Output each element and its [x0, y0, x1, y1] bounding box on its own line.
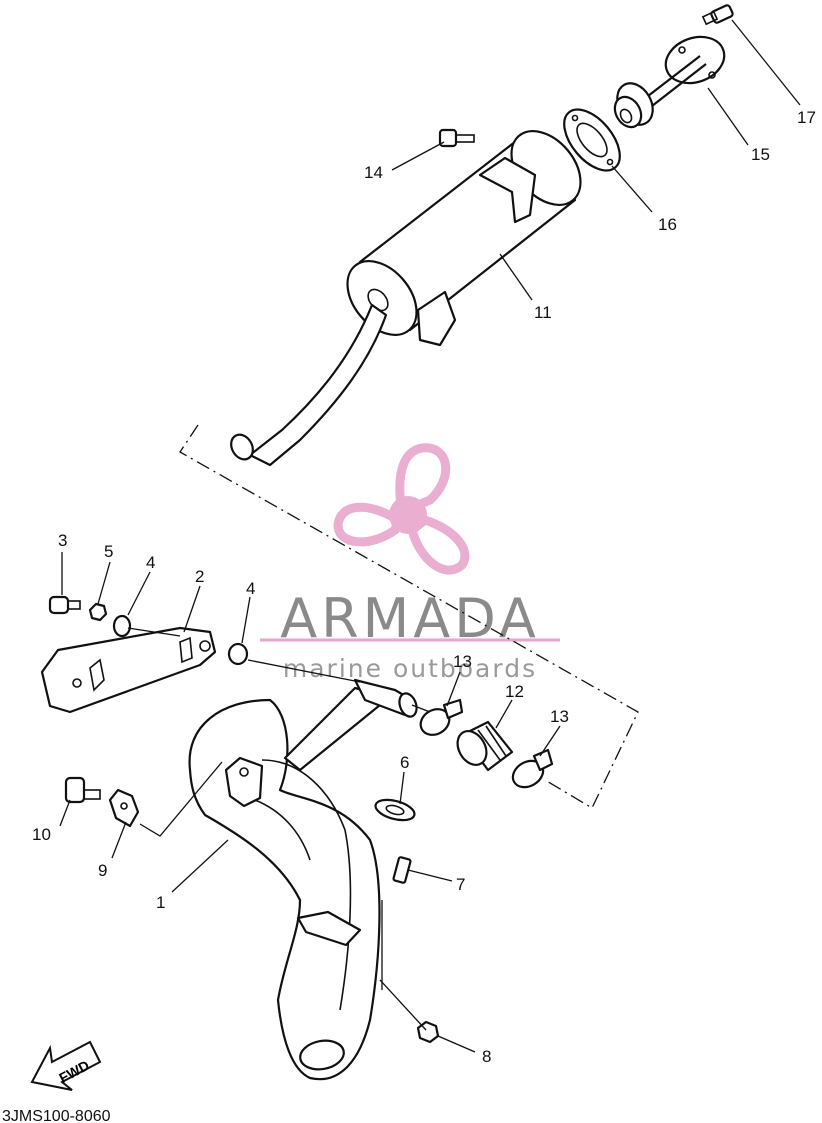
watermark-tagline: marine outboards: [283, 654, 537, 683]
callout-13b: 13: [550, 707, 569, 726]
leader-lines: [59, 19, 801, 1053]
bolt-part-3: [48, 595, 81, 615]
bolt-part-10: [64, 776, 101, 804]
callout-16: 16: [658, 215, 677, 234]
callout-labels: 1 2 3 4 4 5 6 7 8 9 10 11 12 13 13 14 15…: [32, 108, 816, 1066]
callout-17: 17: [797, 108, 816, 127]
bolt-part-17: [701, 4, 734, 26]
forward-direction-arrow-icon: FWD: [30, 1040, 102, 1091]
joint-part-12: [456, 720, 514, 772]
tail-pipe-part-15: [613, 35, 726, 129]
assembly-centerline: [179, 424, 639, 809]
diagram-code: 3JMS100-8060: [2, 1108, 111, 1123]
hose-clamp-part-13b: [511, 748, 554, 789]
callout-10: 10: [32, 825, 51, 844]
callout-15: 15: [751, 145, 770, 164]
callout-7: 7: [456, 875, 465, 894]
stud-bolt-part-7: [392, 856, 412, 884]
grommet-part-6: [374, 798, 416, 822]
callout-9: 9: [98, 861, 107, 880]
muffler-part-11: [230, 130, 582, 467]
callout-1: 1: [156, 893, 165, 912]
exhaust-pipe-part-1: [188, 678, 418, 1081]
callout-6: 6: [400, 753, 409, 772]
callout-5: 5: [104, 542, 113, 561]
gasket-part-16: [563, 108, 621, 172]
callout-4a: 4: [146, 553, 155, 572]
callout-2: 2: [195, 567, 204, 586]
collar-part-4a: [112, 614, 132, 638]
damper-part-9: [108, 788, 140, 828]
callout-11: 11: [534, 303, 552, 322]
collar-part-4b: [227, 642, 249, 666]
callout-12: 12: [505, 682, 524, 701]
bracket-part-2: [40, 626, 217, 714]
callout-4b: 4: [246, 579, 255, 598]
callout-14: 14: [364, 163, 383, 182]
callout-8: 8: [482, 1047, 491, 1066]
armada-watermark: ARMADA marine outboards: [260, 443, 560, 683]
hose-clamp-part-13a: [419, 698, 464, 736]
callout-3: 3: [58, 531, 67, 550]
bolt-part-14: [438, 128, 475, 148]
propeller-logo-icon: [333, 443, 470, 575]
callout-13a: 13: [453, 652, 472, 671]
lock-washer-part-5: [88, 602, 108, 622]
